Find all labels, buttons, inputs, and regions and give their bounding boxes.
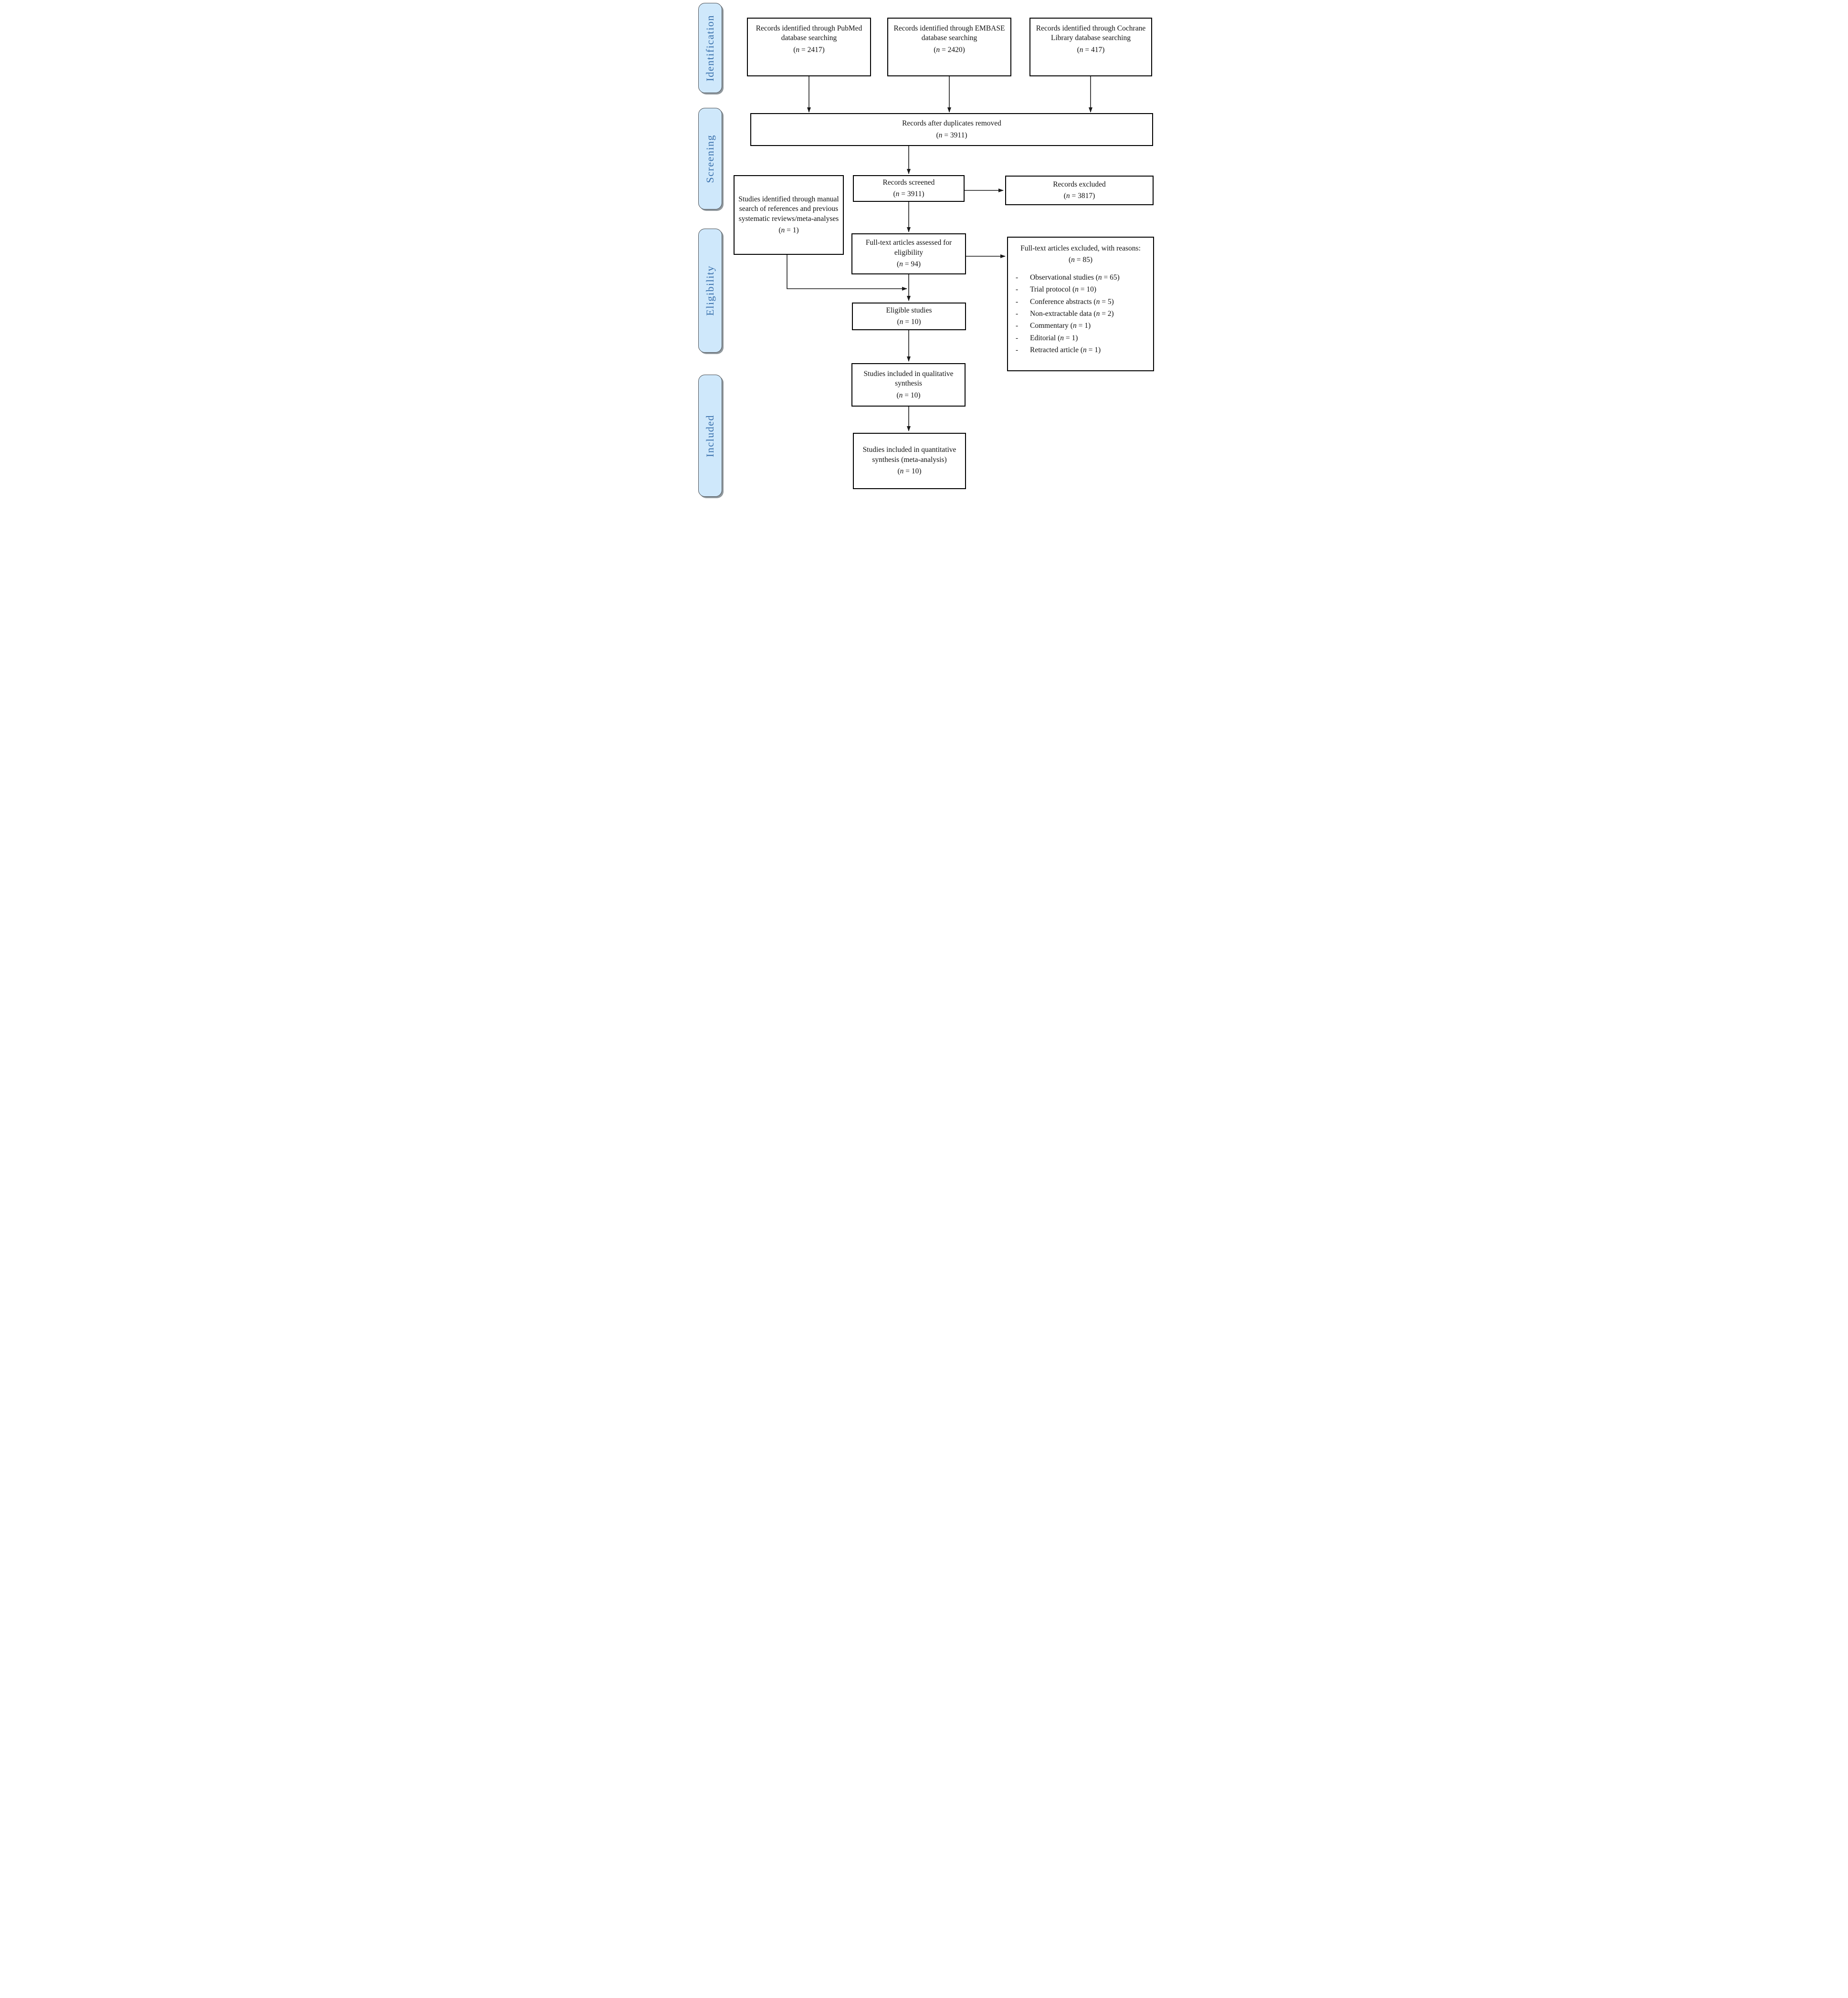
box-qualitative-synthesis: Studies included in qualitative synthesi… (851, 363, 966, 407)
reason-item: -Retracted article (n = 1) (1016, 345, 1150, 355)
box-eligible-studies-count: (n = 10) (897, 318, 921, 326)
stage-included-label: Included (704, 414, 716, 457)
box-records-screened: Records screened (n = 3911) (853, 175, 965, 202)
box-records-embase-count: (n = 2420) (934, 45, 965, 54)
box-fulltext-assessed: Full-text articles assessed for eligibil… (851, 233, 966, 274)
reason-item: -Trial protocol (n = 10) (1016, 285, 1150, 294)
box-qualitative-synthesis-text: Studies included in qualitative synthesi… (863, 369, 954, 388)
stage-screening: Screening (698, 108, 722, 209)
box-records-embase-text: Records identified through EMBASE databa… (893, 24, 1005, 42)
reason-item: -Commentary (n = 1) (1016, 321, 1150, 330)
stage-eligibility-label: Eligibility (704, 265, 716, 316)
box-eligible-studies: Eligible studies (n = 10) (852, 303, 966, 330)
box-records-pubmed-text: Records identified through PubMed databa… (756, 24, 862, 42)
box-records-excluded-count: (n = 3817) (1063, 192, 1095, 200)
box-fulltext-excluded: Full-text articles excluded, with reason… (1007, 237, 1154, 371)
reason-non-extractable: Non-extractable data (n = 2) (1030, 310, 1114, 318)
box-records-embase: Records identified through EMBASE databa… (887, 18, 1011, 76)
box-records-cochrane: Records identified through Cochrane Libr… (1029, 18, 1152, 76)
reason-commentary: Commentary (n = 1) (1030, 322, 1091, 330)
stage-screening-label: Screening (704, 134, 716, 183)
reason-conference-abstracts: Conference abstracts (n = 5) (1030, 297, 1114, 306)
box-records-cochrane-count: (n = 417) (1077, 45, 1105, 54)
stage-identification: Identification (698, 3, 722, 93)
box-fulltext-assessed-text: Full-text articles assessed for eligibil… (865, 239, 952, 257)
reason-editorial: Editorial (n = 1) (1030, 334, 1078, 342)
box-fulltext-excluded-heading: Full-text articles excluded, with reason… (1020, 244, 1141, 252)
reason-retracted: Retracted article (n = 1) (1030, 346, 1101, 355)
reason-item: -Observational studies (n = 65) (1016, 273, 1150, 282)
box-quantitative-synthesis: Studies included in quantitative synthes… (853, 433, 966, 489)
reason-item: -Conference abstracts (n = 5) (1016, 297, 1150, 306)
fulltext-excluded-reasons: -Observational studies (n = 65) -Trial p… (1008, 273, 1153, 358)
box-duplicates-removed: Records after duplicates removed (n = 39… (750, 113, 1153, 146)
box-quantitative-synthesis-count: (n = 10) (897, 467, 922, 476)
box-quantitative-synthesis-text: Studies included in quantitative synthes… (862, 446, 956, 464)
box-fulltext-excluded-count: (n = 85) (1068, 256, 1093, 264)
box-records-excluded: Records excluded (n = 3817) (1005, 176, 1154, 205)
box-qualitative-synthesis-count: (n = 10) (896, 391, 921, 399)
box-records-screened-text: Records screened (882, 178, 935, 187)
reason-trial-protocol: Trial protocol (n = 10) (1030, 285, 1097, 294)
reason-item: -Non-extractable data (n = 2) (1016, 309, 1150, 318)
box-records-pubmed-count: (n = 2417) (793, 45, 825, 54)
stage-included: Included (698, 375, 722, 497)
reason-item: -Editorial (n = 1) (1016, 334, 1150, 343)
box-records-excluded-text: Records excluded (1053, 180, 1106, 188)
stage-identification-label: Identification (704, 14, 716, 82)
box-fulltext-assessed-count: (n = 94) (896, 260, 921, 269)
box-records-cochrane-text: Records identified through Cochrane Libr… (1036, 24, 1146, 42)
box-manual-search-text: Studies identified through manual search… (738, 195, 839, 223)
box-eligible-studies-text: Eligible studies (886, 306, 932, 314)
box-records-pubmed: Records identified through PubMed databa… (747, 18, 871, 76)
reason-observational: Observational studies (n = 65) (1030, 273, 1120, 282)
box-duplicates-removed-count: (n = 3911) (936, 131, 967, 139)
box-manual-search: Studies identified through manual search… (734, 175, 844, 255)
box-manual-search-count: (n = 1) (778, 226, 799, 234)
box-duplicates-removed-text: Records after duplicates removed (902, 119, 1001, 128)
prisma-flow-diagram: Identification Screening Eligibility Inc… (693, 0, 1155, 500)
stage-eligibility: Eligibility (698, 229, 722, 353)
box-records-screened-count: (n = 3911) (893, 190, 924, 198)
